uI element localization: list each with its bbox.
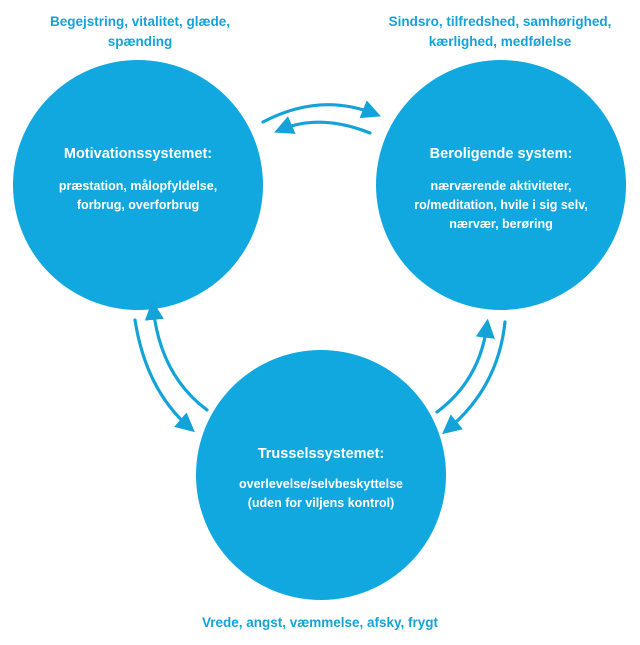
soothing-description-line-3: nærvær, berøring — [449, 217, 553, 231]
motivation-system-title: Motivationssystemet: — [63, 146, 213, 162]
threat-description-line-1: overlevelse/selvbeskyttelse — [238, 477, 403, 491]
motivation-system-circle: Motivationssystemet: præstation, målopfy… — [13, 60, 263, 310]
threat-to-motivation-arrow — [144, 300, 209, 412]
soothing-description-line-1: nærværende aktiviteter, — [430, 179, 572, 193]
soothing-to-threat-arrow — [442, 320, 507, 435]
motivation-system-description: præstation, målopfyldelse, forbrug, over… — [23, 177, 253, 215]
motivation-to-soothing-arrow — [261, 100, 381, 124]
soothing-description-line-2: ro/meditation, hvile i sig selv, — [414, 198, 588, 212]
motivation-emotions-line-1: Begejstring, vitalitet, glæde, — [49, 14, 231, 29]
threat-description-line-2: (uden for viljens kontrol) — [247, 496, 395, 510]
soothing-system-description: nærværende aktiviteter, ro/meditation, h… — [386, 177, 616, 234]
threat-system-title: Trusselssystemet: — [257, 446, 385, 462]
soothing-emotions-caption: Sindsro, tilfredshed, samhørighed, kærli… — [360, 12, 640, 52]
motivation-to-threat-arrow — [133, 318, 195, 433]
soothing-emotions-line-1: Sindsro, tilfredshed, samhørighed, — [388, 14, 612, 29]
threat-to-soothing-arrow — [435, 318, 495, 414]
motivation-emotions-caption: Begejstring, vitalitet, glæde, spænding — [0, 12, 280, 52]
soothing-system-title: Beroligende system: — [429, 146, 573, 162]
threat-system-description: overlevelse/selvbeskyttelse (uden for vi… — [206, 475, 436, 513]
threat-system-circle: Trusselssystemet: overlevelse/selvbeskyt… — [196, 350, 446, 600]
motivation-description-line-1: præstation, målopfyldelse, — [58, 179, 218, 193]
threat-emotions-line-1: Vrede, angst, væmmelse, afsky, frygt — [201, 615, 439, 630]
motivation-description-line-2: forbrug, overforbrug — [76, 198, 200, 212]
soothing-to-motivation-arrow — [274, 116, 372, 135]
threat-emotions-caption: Vrede, angst, væmmelse, afsky, frygt — [150, 613, 490, 633]
soothing-system-circle: Beroligende system: nærværende aktivitet… — [376, 60, 626, 310]
motivation-emotions-line-2: spænding — [107, 34, 173, 49]
soothing-emotions-line-2: kærlighed, medfølelse — [428, 34, 572, 49]
